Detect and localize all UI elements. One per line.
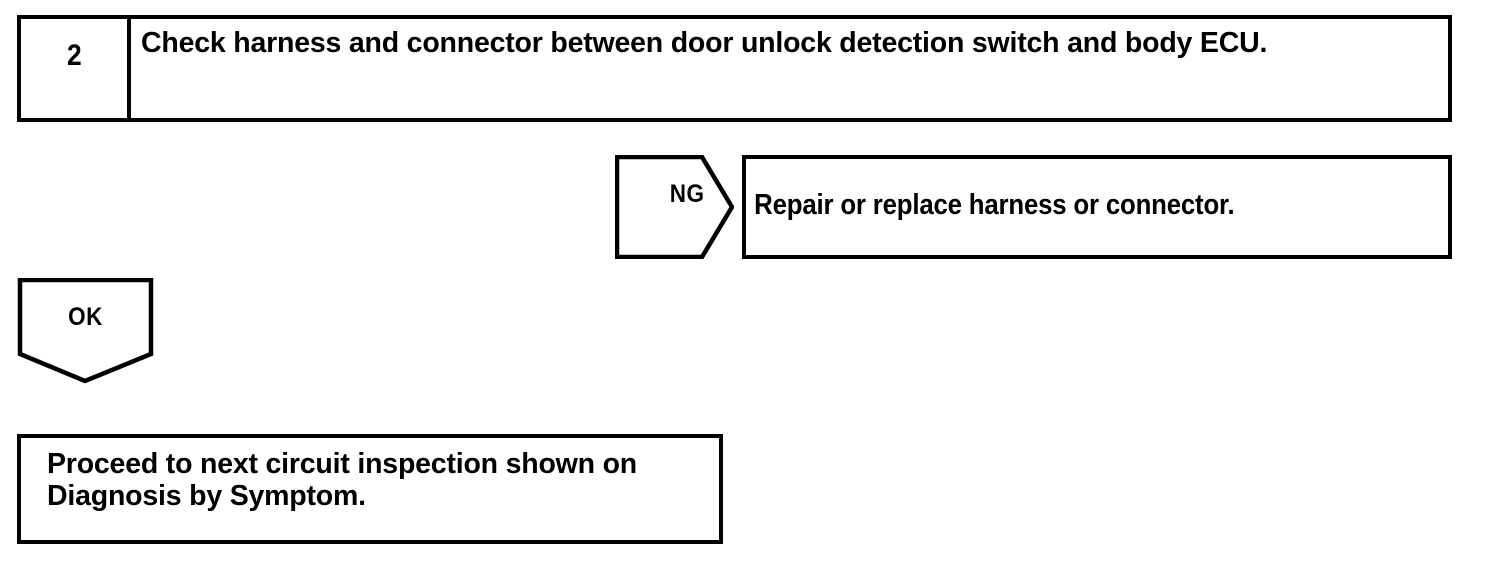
repair-result-box: Repair or replace harness or connector. xyxy=(742,155,1452,259)
proceed-result-text: Proceed to next circuit inspection shown… xyxy=(47,448,637,512)
repair-result-text: Repair or replace harness or connector. xyxy=(754,189,1235,222)
ng-branch-arrow: NG xyxy=(615,155,734,259)
ng-arrow-shape xyxy=(615,155,734,259)
ok-branch-arrow: OK xyxy=(17,278,154,384)
ng-label: NG xyxy=(669,179,705,208)
ok-label: OK xyxy=(68,302,103,331)
ok-arrow-shape xyxy=(17,278,154,384)
proceed-result-box: Proceed to next circuit inspection shown… xyxy=(17,434,723,544)
step-instruction-text: Check harness and connector between door… xyxy=(141,27,1268,59)
step-number-cell: 2 xyxy=(21,19,131,118)
step-instruction-cell: Check harness and connector between door… xyxy=(131,19,1448,118)
step-number: 2 xyxy=(66,38,82,72)
step-2-box: 2 Check harness and connector between do… xyxy=(17,15,1452,122)
